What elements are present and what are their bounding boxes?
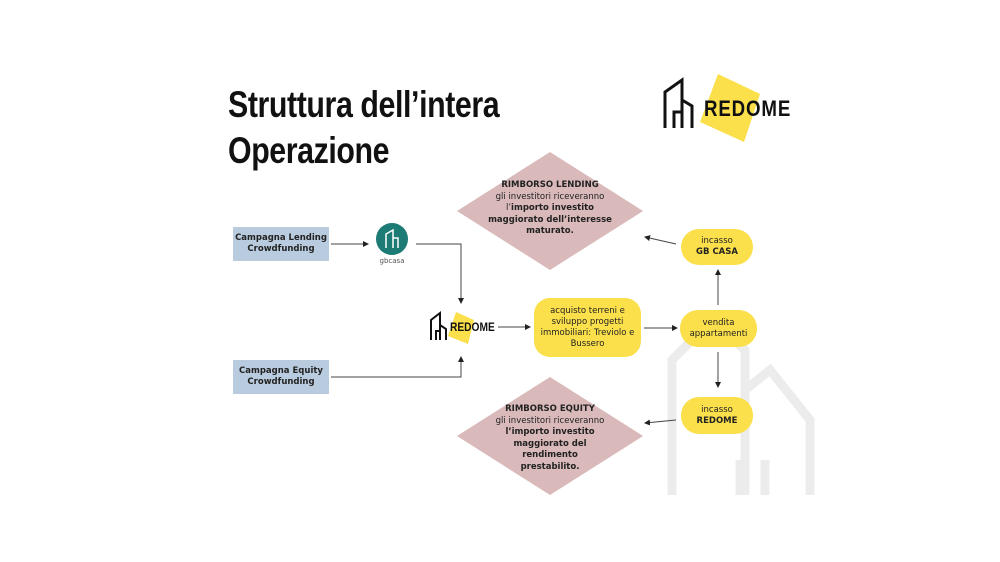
rimborso-equity-line1: gli investitori riceveranno [495,415,605,426]
rimborso-lending-prefix: l’ [505,203,512,213]
rimborso-lending-text: RIMBORSO LENDING gli investitori ricever… [470,180,630,238]
incasso-redome-line2: REDOME [696,415,738,426]
vendita-node: vendita appartamenti [680,310,757,347]
rimborso-lending-line4: maturato. [526,226,574,236]
campaign-equity-line1: Campagna Equity [239,366,323,376]
arrow-equity-to-redome [331,356,464,378]
rimborso-equity-line3: maggiorato del [513,438,587,449]
rimborso-lending-line1: gli investitori riceveranno [495,191,605,202]
logo-text: REDOME [704,96,792,121]
campaign-equity-box: Campagna Equity Crowdfunding [233,360,329,394]
acquisto-line2: sviluppo progetti [551,316,624,327]
arrow-incasso-gb-to-lending [644,235,677,245]
rimborso-lending-line2: importo investito [511,203,595,213]
incasso-gbcasa-node: incasso GB CASA [681,229,753,265]
redome-small-text: REDOME [450,320,495,334]
redome-small-logo-icon [430,310,474,344]
campaign-lending-line1: Campagna Lending [235,233,327,243]
gbcasa-logo-text: gbcasa [379,257,405,265]
arrow-gbcasa-to-redome [416,243,464,304]
diamond-equity [457,377,643,495]
incasso-gb-line2: GB CASA [696,247,738,257]
gbcasa-logo: gbcasa [374,222,410,268]
rimborso-equity-line2: l’importo investito [505,427,595,437]
redome-logo: REDOME [660,72,795,144]
acquisto-line4: Bussero [570,338,605,349]
redome-small-logo: REDOME [428,308,498,346]
campaign-lending-box: Campagna Lending Crowdfunding [233,227,329,261]
incasso-gb-line1: incasso [701,236,733,246]
campaign-equity-line2: Crowdfunding [247,377,315,387]
title-line-1: Struttura dell’intera [228,84,500,125]
rimborso-lending-heading: RIMBORSO LENDING [501,180,599,190]
acquisto-line1: acquisto terreni e [550,305,625,316]
gbcasa-logo-icon [376,223,408,255]
page-title: Struttura dell’intera Operazione [228,82,500,174]
acquisto-line3: immobiliari: Treviolo e [540,327,635,338]
rimborso-lending-line3: maggiorato dell’interesse [488,214,612,225]
acquisto-node: acquisto terreni e sviluppo progetti imm… [534,298,641,357]
incasso-redome-line1: incasso [701,404,733,415]
rimborso-equity-heading: RIMBORSO EQUITY [505,404,595,414]
rimborso-equity-text: RIMBORSO EQUITY gli investitori ricevera… [470,404,630,473]
rimborso-equity-line5: prestabilito. [520,461,580,472]
incasso-redome-node: incasso REDOME [681,397,753,434]
campaign-lending-line2: Crowdfunding [247,244,315,254]
diamond-lending [457,152,643,270]
vendita-line1: vendita [702,317,735,328]
rimborso-equity-line4: rendimento [522,450,578,460]
title-line-2: Operazione [228,130,390,171]
arrow-incasso-redome-to-equity [644,419,677,426]
redome-logo-icon [663,74,760,142]
vendita-line2: appartamenti [689,328,748,339]
